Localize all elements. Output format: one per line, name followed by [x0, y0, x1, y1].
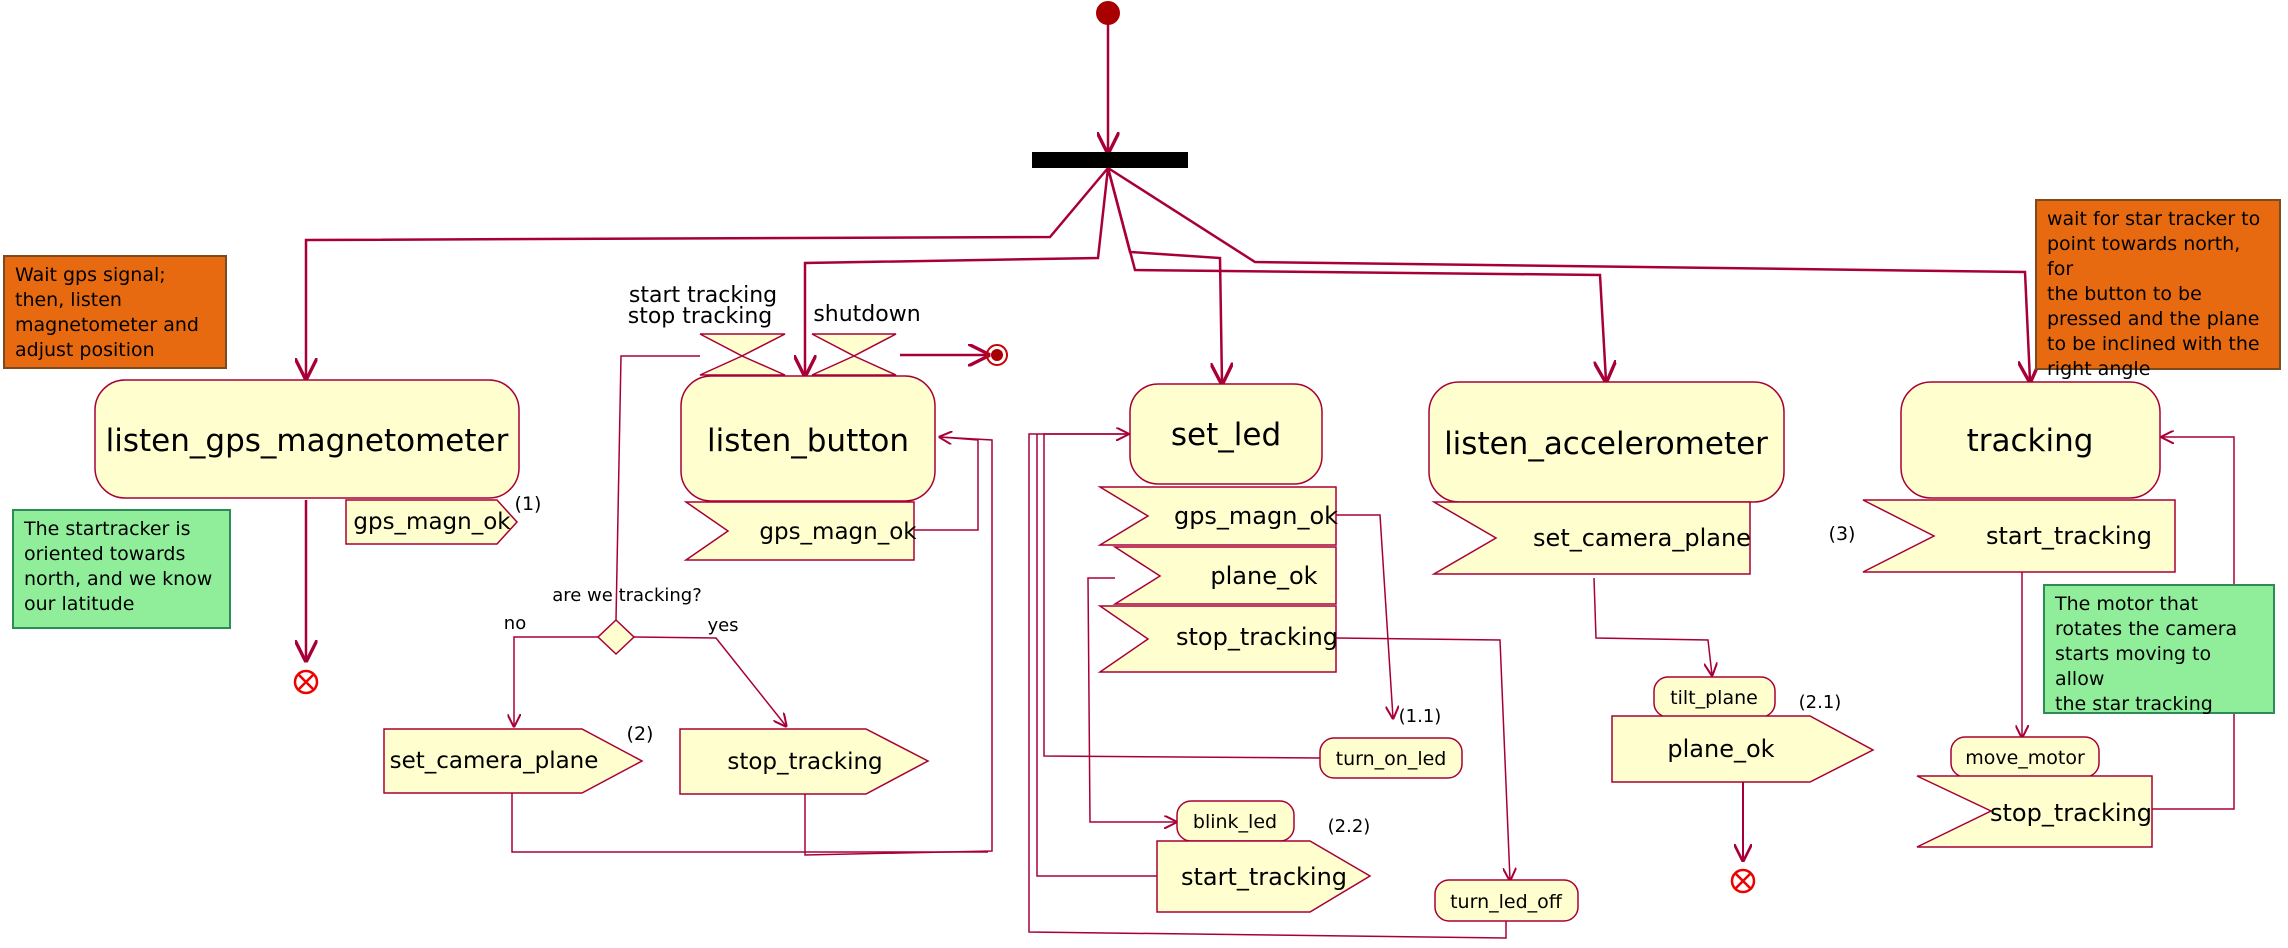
- label-stop-tracking: stop tracking: [628, 304, 773, 329]
- note-motor: The motor that rotates the camera starts…: [2043, 584, 2275, 715]
- label-blink-led: blink_led: [1193, 811, 1277, 833]
- edge-led-stop-to-off: [1335, 637, 1510, 880]
- signal-receive-stop-tracking-led: [1097, 605, 1337, 673]
- edge-fork-to-button: [805, 167, 1110, 375]
- edge-led-plane-to-blink: [1087, 577, 1176, 822]
- label-trk-in: start_tracking: [1986, 522, 2152, 550]
- final-node-shutdown: [986, 344, 1008, 366]
- label-btn-stop: stop_tracking: [727, 749, 882, 775]
- label-tilt-plane: tilt_plane: [1670, 687, 1758, 709]
- edge-start-loop: [1036, 434, 1157, 877]
- label-led-in3: stop_tracking: [1176, 623, 1338, 651]
- label-move-motor: move_motor: [1965, 747, 2085, 769]
- flow-final-gps: [293, 669, 319, 695]
- edge-fork-to-led: [1106, 167, 1222, 383]
- note-wait-gps: Wait gps signal; then, listen magnetomet…: [3, 255, 227, 369]
- state-label-gps: listen_gps_magnetometer: [106, 423, 509, 459]
- label-trk-num: (3): [1829, 523, 1856, 545]
- label-turn-on-led: turn_on_led: [1336, 748, 1447, 770]
- edge-button-return: [804, 436, 993, 856]
- label-set-plane: set_camera_plane: [390, 748, 599, 774]
- label-led-start: start_tracking: [1181, 863, 1347, 891]
- edge-setplane-return: [511, 793, 988, 853]
- signal-receive-set-camera-plane: [1431, 501, 1751, 575]
- state-tracking: [1900, 381, 2161, 499]
- edge-fork-to-acc: [1106, 167, 1606, 381]
- note-wait-star: wait for star tracker to point towards n…: [2035, 199, 2281, 380]
- accept-event-start-stop-tracking: [699, 333, 786, 376]
- signal-receive-stop-tracking-trk: [1916, 775, 2153, 848]
- state-label-button: listen_button: [707, 423, 909, 459]
- label-gps-out-num: (1): [515, 493, 542, 515]
- signal-receive-plane-ok: [1112, 546, 1337, 605]
- label-btn-in: gps_magn_ok: [759, 519, 917, 545]
- label-acc-num: (2.1): [1799, 692, 1842, 713]
- state-label-led: set_led: [1171, 417, 1281, 453]
- edge-decision-yes: [633, 636, 786, 726]
- label-set-plane-num: (2): [627, 723, 654, 745]
- signal-receive-gps-magn-ok-led: [1097, 486, 1337, 546]
- signal-send-set-camera-plane: [383, 728, 644, 794]
- edge-startstop-to-decision: [615, 355, 700, 621]
- label-led-in2: plane_ok: [1210, 562, 1317, 590]
- state-label-tracking: tracking: [1967, 423, 2094, 459]
- label-turn-on-led-num: (1.1): [1399, 706, 1442, 727]
- initial-node: [1096, 1, 1120, 25]
- label-yes: yes: [707, 615, 738, 636]
- label-start-tracking: start tracking: [629, 283, 777, 308]
- edge-decision-no: [514, 636, 598, 726]
- signal-receive-start-tracking: [1862, 499, 2176, 573]
- label-acc-in: set_camera_plane: [1533, 524, 1751, 552]
- label-no: no: [504, 613, 526, 634]
- edge-off-loop: [1028, 433, 1507, 939]
- flow-final-acc: [1730, 868, 1756, 894]
- label-turn-led-off: turn_led_off: [1450, 891, 1563, 913]
- signal-send-plane-ok: [1611, 715, 1875, 783]
- label-trk-stop: stop_tracking: [1990, 799, 2152, 827]
- signal-send-gps-magn-ok: [345, 499, 519, 545]
- signal-send-start-tracking: [1156, 840, 1372, 913]
- edge-fork-to-tracking: [1107, 166, 2030, 381]
- decision-are-we-tracking: [596, 618, 636, 656]
- edge-acc-to-tilt: [1593, 577, 1712, 675]
- state-set-led: [1129, 383, 1323, 485]
- label-plane-ok: plane_ok: [1667, 735, 1774, 763]
- signal-send-stop-tracking: [679, 728, 930, 795]
- action-turn-led-off: [1434, 879, 1579, 922]
- accept-event-shutdown: [811, 333, 897, 376]
- edges: [306, 14, 2235, 939]
- state-listen-button: [680, 375, 936, 502]
- edge-fork-to-gps: [306, 167, 1109, 378]
- state-label-acc: listen_accelerometer: [1444, 426, 1768, 462]
- label-decision: are we tracking?: [552, 585, 702, 606]
- label-led-in1: gps_magn_ok: [1174, 502, 1338, 530]
- fork-bar: [1032, 152, 1188, 168]
- state-listen-gps: [94, 379, 520, 499]
- note-startracker: The startracker is oriented towards nort…: [12, 509, 231, 629]
- signal-receive-gps-magn-ok-button: [683, 501, 915, 561]
- label-blink-led-num: (2.2): [1328, 816, 1371, 837]
- action-turn-on-led: [1319, 737, 1463, 779]
- label-gps-out: gps_magn_ok: [353, 509, 511, 535]
- label-shutdown: shutdown: [813, 302, 920, 327]
- edge-led-gps-to-turnon: [1336, 514, 1393, 718]
